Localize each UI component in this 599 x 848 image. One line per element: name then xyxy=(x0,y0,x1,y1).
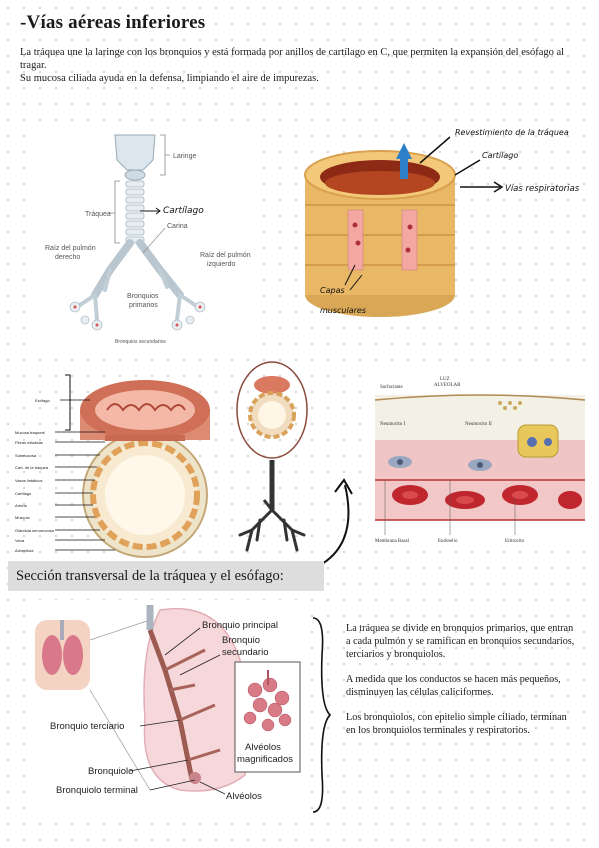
label-cs-11: Adventicia xyxy=(15,548,34,553)
right-text: La tráquea se divide en bronquios primar… xyxy=(346,622,576,749)
trachea-ring-diagram: Revestimiento de la tráquea Cartílago Ví… xyxy=(304,128,580,317)
label-capas-1: Capas xyxy=(320,286,345,295)
label-cs-10: Vena xyxy=(15,538,25,543)
label-bronquio-secundario-2: secundario xyxy=(222,647,268,658)
label-cs-0: Esófago xyxy=(35,398,50,403)
label-vias: Vías respiratorias xyxy=(505,184,580,194)
alveolus-diagram: Surfactante LUZ ALVEOLAR Neumocito I Neu… xyxy=(370,370,590,550)
label-cartilago-ring: Cartílago xyxy=(482,151,518,160)
right-text-p3: Los bronquiolos, con epitelio simple cil… xyxy=(346,712,567,736)
bronchial-tree-diagram: Bronquio principal Bronquio secundario B… xyxy=(30,600,310,810)
label-bronquiolo: Bronquiolo xyxy=(88,766,133,777)
label-carina: Carina xyxy=(167,223,188,230)
label-cs-8: Músculo xyxy=(15,515,31,520)
airway-sketch xyxy=(236,361,308,552)
label-membrana: Membrana Basal xyxy=(375,539,410,544)
label-bronquio-secundario-1: Bronquio xyxy=(222,635,260,646)
label-neumocito2: Neumocito II xyxy=(465,422,492,427)
label-alveolos: Alvéolos xyxy=(226,791,262,802)
intro-text: La tráquea une la laringe con los bronqu… xyxy=(20,46,585,85)
section-title: Sección transversal de la tráquea y el e… xyxy=(8,561,324,591)
right-text-p2: A medida que los conductos se hacen más … xyxy=(346,674,561,698)
label-raiz-derecho-2: derecho xyxy=(55,254,80,261)
label-laringe: Laringe xyxy=(173,153,196,160)
brace xyxy=(312,617,332,813)
label-magnif-1: Alvéolos xyxy=(245,742,281,753)
label-neumocito1: Neumocito I xyxy=(380,422,405,427)
label-cs-2: Fibras elásticas xyxy=(15,440,43,445)
label-surfactante: Surfactante xyxy=(380,385,404,390)
label-bronquios-primarios-2: primarios xyxy=(129,302,158,309)
label-luz-2: ALVEOLAR xyxy=(434,383,461,388)
right-text-p1: La tráquea se divide en bronquios primar… xyxy=(346,623,575,660)
intro-line-1: La tráquea une la laringe con los bronqu… xyxy=(20,47,565,71)
label-luz-1: LUZ xyxy=(440,377,450,382)
label-cs-3: Submucosa xyxy=(15,453,37,458)
label-bronquios-primarios-1: Bronquios xyxy=(127,293,159,300)
label-cs-5: Vasos linfáticos xyxy=(15,478,43,483)
label-cartilago-hand: Cartílago xyxy=(163,206,204,216)
intro-line-2: Su mucosa ciliada ayuda en la defensa, l… xyxy=(20,73,319,84)
label-bronquio-terciario: Bronquio terciario xyxy=(50,721,124,732)
label-bronquiolo-terminal: Bronquiolo terminal xyxy=(56,785,138,796)
label-revestimiento: Revestimiento de la tráquea xyxy=(455,128,569,137)
label-bronquios-secundarios: Bronquios secundarios xyxy=(115,339,166,345)
label-cs-9: Glándula seromucosa xyxy=(15,528,55,533)
label-endotelio: Endotelio xyxy=(438,539,458,544)
label-capas-2: musculares xyxy=(320,306,366,315)
label-cs-6: Cartílago xyxy=(15,491,32,496)
label-raiz-izquierdo-2: izquierdo xyxy=(207,261,236,268)
label-cs-1: Mucosa traqueal xyxy=(15,430,45,435)
label-raiz-derecho-1: Raíz del pulmón xyxy=(45,245,96,252)
label-cs-7: Arteria xyxy=(15,503,28,508)
label-cs-4: Cart. de la tráquea xyxy=(15,465,49,470)
trachea-diagram: Laringe Tráquea Cartílago Carina Raíz de… xyxy=(35,125,255,350)
label-bronquio-principal: Bronquio principal xyxy=(202,620,278,631)
label-eritrocito: Eritrocito xyxy=(505,539,525,544)
label-magnif-2: magnificados xyxy=(237,754,293,765)
label-traquea: Tráquea xyxy=(85,211,111,218)
page-title: -Vías aéreas inferiores xyxy=(20,12,206,33)
cross-section-diagram: Esófago Mucosa traqueal Fibras elásticas… xyxy=(15,374,210,558)
label-raiz-izquierdo-1: Raíz del pulmón xyxy=(200,252,251,259)
